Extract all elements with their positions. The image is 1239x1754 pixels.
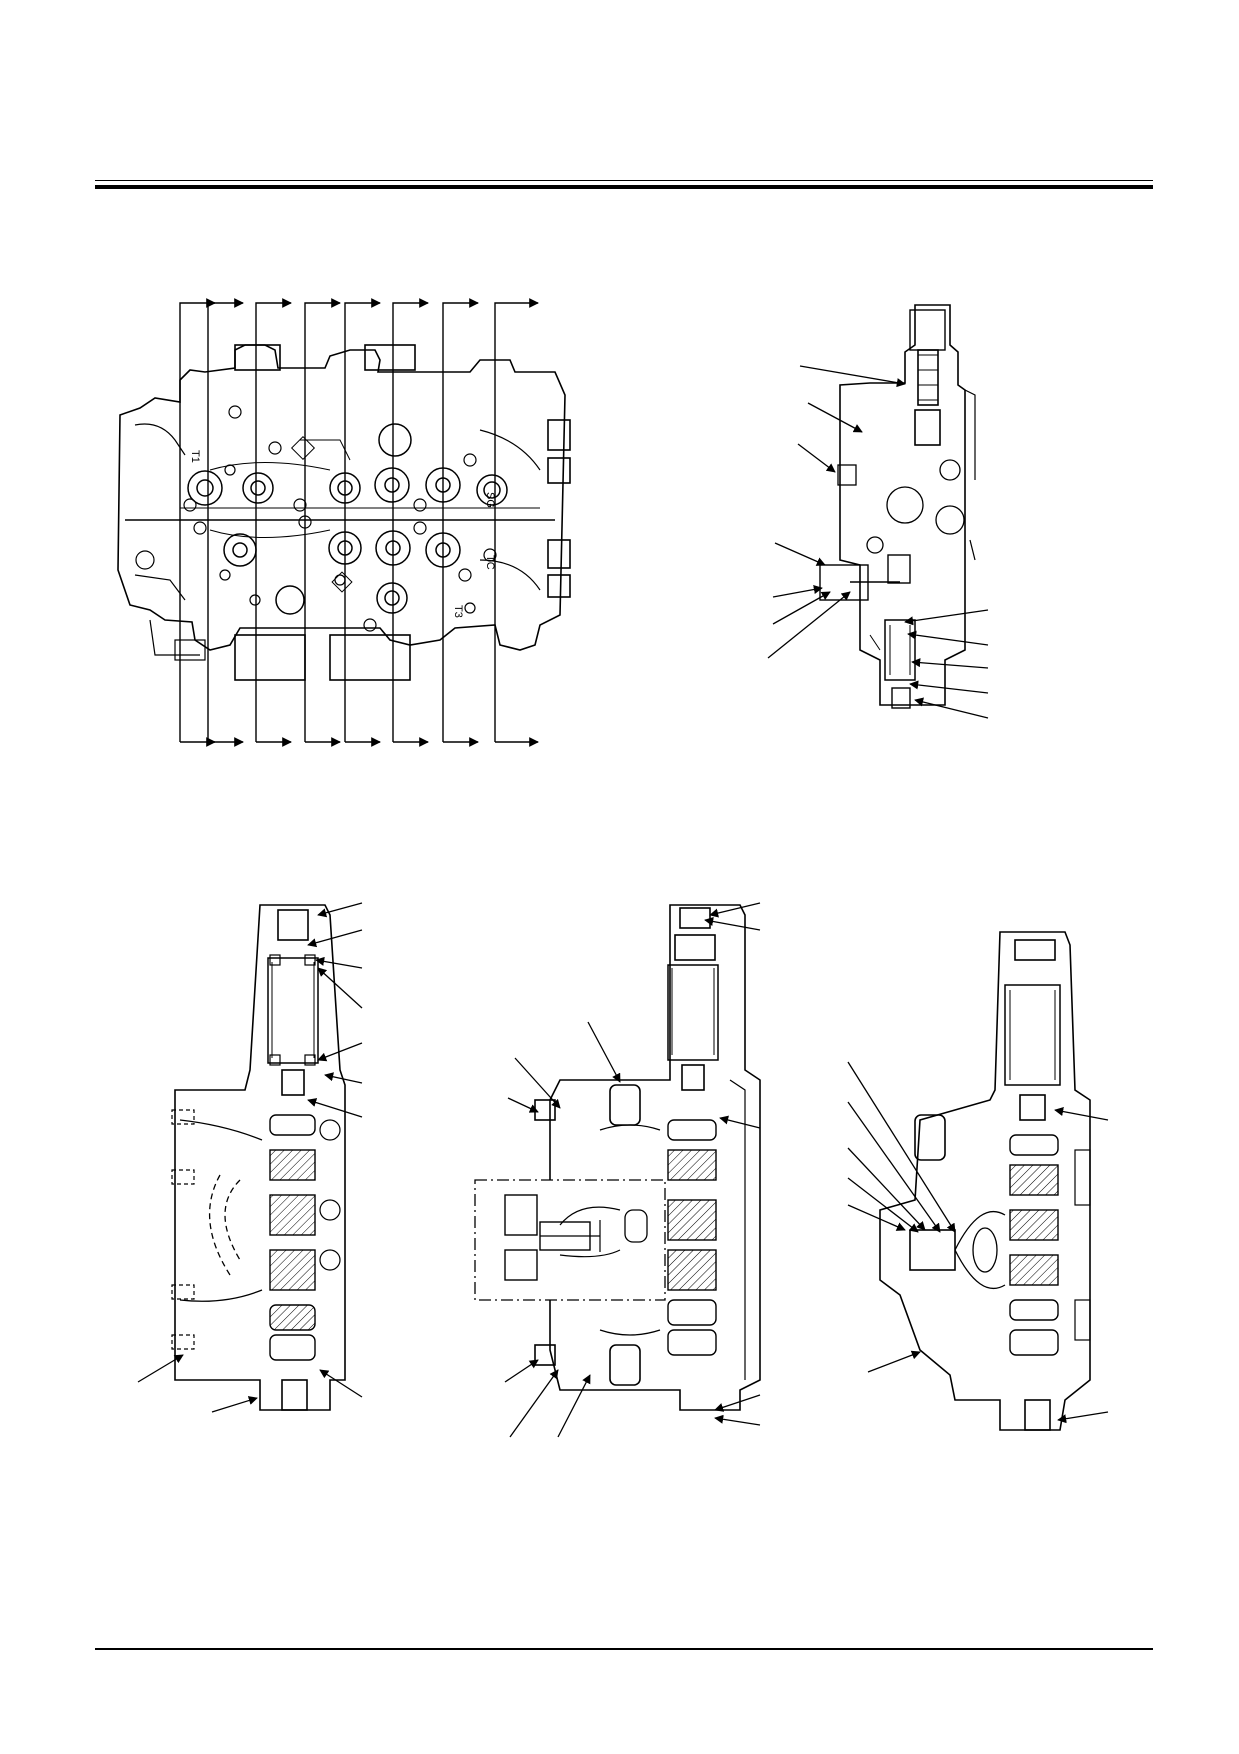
- section-cut-lines: [179, 298, 539, 747]
- header-rule-thin: [95, 180, 1153, 181]
- section-middle-leaders: [504, 902, 761, 1438]
- header-rule-thick: [95, 185, 1153, 189]
- port-labels: T1 SG TC T3: [189, 450, 496, 618]
- footer-rule: [95, 1648, 1153, 1650]
- section-line-6: [392, 298, 429, 747]
- port-label-t1: T1: [189, 450, 201, 463]
- spool-section-middle: [474, 904, 761, 1411]
- relief-valve-leaders: [767, 365, 989, 719]
- section-right-leaders: [847, 1061, 1109, 1424]
- section-line-8: [494, 298, 539, 747]
- section-line-3: [255, 298, 292, 747]
- valve-block-top-view: [117, 344, 571, 681]
- port-label-sg: SG: [484, 492, 496, 508]
- section-line-5: [344, 298, 381, 747]
- relief-valve-section: [819, 304, 976, 709]
- spool-section-left: [171, 904, 346, 1411]
- port-label-tc: TC: [484, 555, 496, 570]
- section-left-leaders: [137, 902, 363, 1413]
- port-label-t3: T3: [452, 605, 464, 618]
- section-line-4: [304, 298, 341, 747]
- section-line-7: [442, 298, 479, 747]
- spool-section-right: [879, 931, 1091, 1431]
- section-line-2: [207, 298, 244, 747]
